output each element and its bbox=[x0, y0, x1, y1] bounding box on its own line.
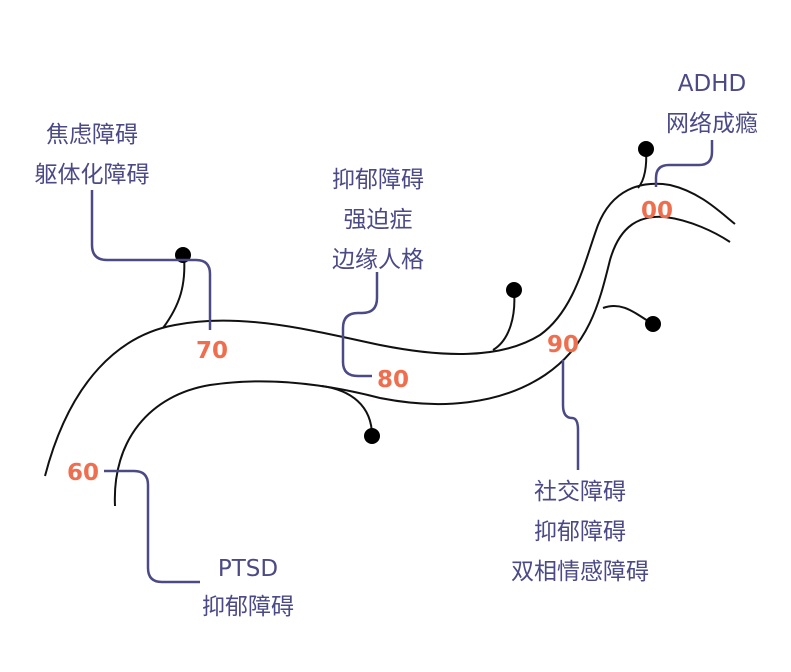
band-upper-edge bbox=[44, 182, 736, 477]
decade-label-70: 70 bbox=[196, 338, 228, 364]
disorder-label: 社交障碍 bbox=[534, 479, 626, 505]
decade-label-60: 60 bbox=[67, 460, 99, 486]
node-dot bbox=[364, 428, 380, 444]
disorder-label: 抑郁障碍 bbox=[332, 167, 424, 193]
disorder-label: 网络成瘾 bbox=[666, 111, 758, 137]
disorder-label: 躯体化障碍 bbox=[35, 162, 150, 188]
stalk bbox=[321, 385, 373, 437]
disorder-label: 边缘人格 bbox=[332, 247, 424, 273]
disorder-label: 强迫症 bbox=[344, 207, 413, 233]
leader-line-00 bbox=[654, 140, 714, 187]
disorder-label: 抑郁障碍 bbox=[202, 594, 294, 620]
leader-line-80 bbox=[341, 272, 379, 378]
band-lower-edge bbox=[113, 215, 731, 507]
leader-line-60 bbox=[104, 469, 200, 584]
disorder-label: 双相情感障碍 bbox=[511, 559, 649, 585]
stalk bbox=[602, 305, 653, 324]
disorder-label: PTSD bbox=[218, 556, 278, 582]
decade-label-80: 80 bbox=[377, 367, 409, 393]
disorder-label: ADHD bbox=[678, 71, 746, 97]
node-dot bbox=[506, 282, 522, 298]
disorder-label: 焦虑障碍 bbox=[46, 122, 138, 148]
node-dot bbox=[638, 141, 654, 157]
node-dot bbox=[645, 316, 661, 332]
decade-label-00: 00 bbox=[641, 198, 673, 224]
leader-line-90 bbox=[561, 360, 580, 470]
decade-label-90: 90 bbox=[547, 332, 579, 358]
leader-line-70 bbox=[90, 190, 212, 330]
stalk bbox=[162, 255, 186, 329]
disorder-label: 抑郁障碍 bbox=[534, 519, 626, 545]
stalk bbox=[492, 290, 516, 351]
